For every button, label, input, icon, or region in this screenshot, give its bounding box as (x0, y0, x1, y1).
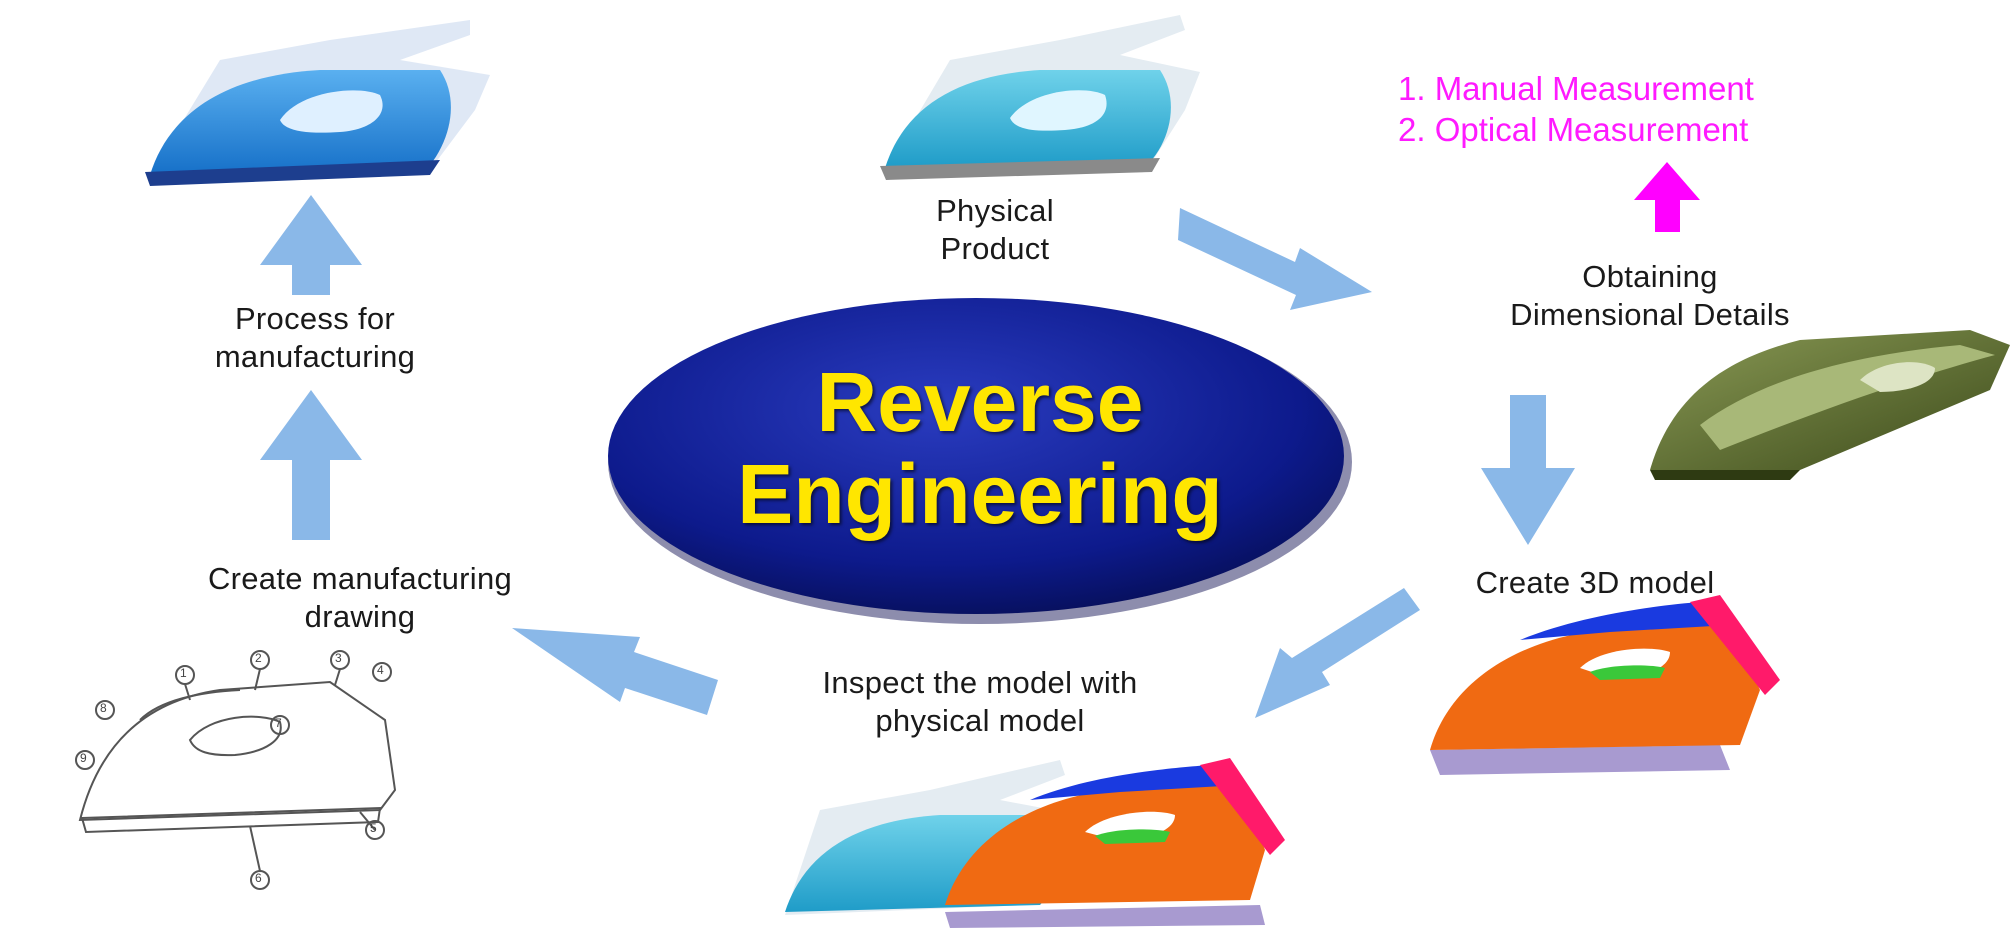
callout-3: 3 (335, 651, 342, 665)
title-line-2: Engineering (737, 447, 1223, 541)
step-inspect-line-2: physical model (875, 703, 1085, 738)
flow-arrow-to-process (260, 390, 362, 540)
step-drawing-line-1: Create manufacturing (207, 561, 513, 596)
iron-3d-model-icon (1430, 595, 1780, 775)
step-process-line-1: Process for (234, 301, 396, 336)
callout-7: 7 (275, 716, 282, 730)
callout-9: 9 (80, 751, 87, 765)
callout-5: 5 (370, 821, 377, 835)
iron-scan-model-icon (1650, 330, 2010, 480)
step-physical-product-line-1: Physical (936, 193, 1054, 228)
step-process-for-manufacturing: Process for manufacturing (160, 300, 470, 376)
step-inspect-model: Inspect the model with physical model (730, 664, 1230, 740)
step-obtaining-line-1: Obtaining (1582, 259, 1718, 294)
step-create-manufacturing-drawing: Create manufacturing drawing (100, 560, 620, 636)
flow-arrow-to-drawing (512, 628, 718, 715)
step-process-line-2: manufacturing (214, 339, 416, 374)
step-physical-product-line-2: Product (940, 231, 1050, 266)
callout-2: 2 (255, 651, 262, 665)
diagram-title: Reverse Engineering (620, 356, 1340, 540)
measurement-method-1: 1. Manual Measurement (1398, 70, 1754, 107)
flow-arrow-to-3d-model (1481, 395, 1575, 545)
title-line-1: Reverse (816, 355, 1144, 449)
iron-technical-drawing-icon (75, 650, 397, 890)
step-drawing-line-2: drawing (304, 599, 416, 634)
callout-4: 4 (377, 663, 384, 677)
step-inspect-line-1: Inspect the model with (822, 665, 1138, 700)
iron-inspect-comparison-icon (785, 758, 1285, 928)
step-physical-product: Physical Product (895, 192, 1095, 268)
step-create-3d-model-line-1: Create 3D model (1475, 565, 1715, 600)
measurement-arrow (1634, 162, 1700, 232)
center-ellipse (608, 298, 1352, 624)
measurement-method-2: 2. Optical Measurement (1398, 111, 1749, 148)
iron-physical-product-icon (880, 15, 1200, 180)
step-create-3d-model: Create 3D model (1395, 564, 1795, 602)
iron-finished-icon (145, 20, 490, 186)
step-obtaining-line-2: Dimensional Details (1510, 297, 1790, 332)
callout-8: 8 (100, 701, 107, 715)
step-obtaining-dimensional-details: Obtaining Dimensional Details (1430, 258, 1870, 334)
measurement-methods-list: 1. Manual Measurement 2. Optical Measure… (1398, 68, 1754, 150)
flow-arrow-to-finished (260, 195, 362, 295)
callout-1: 1 (180, 666, 187, 680)
callout-6: 6 (255, 871, 262, 885)
flow-arrow-to-inspect (1255, 588, 1420, 718)
flow-arrow-to-dimensions (1178, 208, 1372, 310)
